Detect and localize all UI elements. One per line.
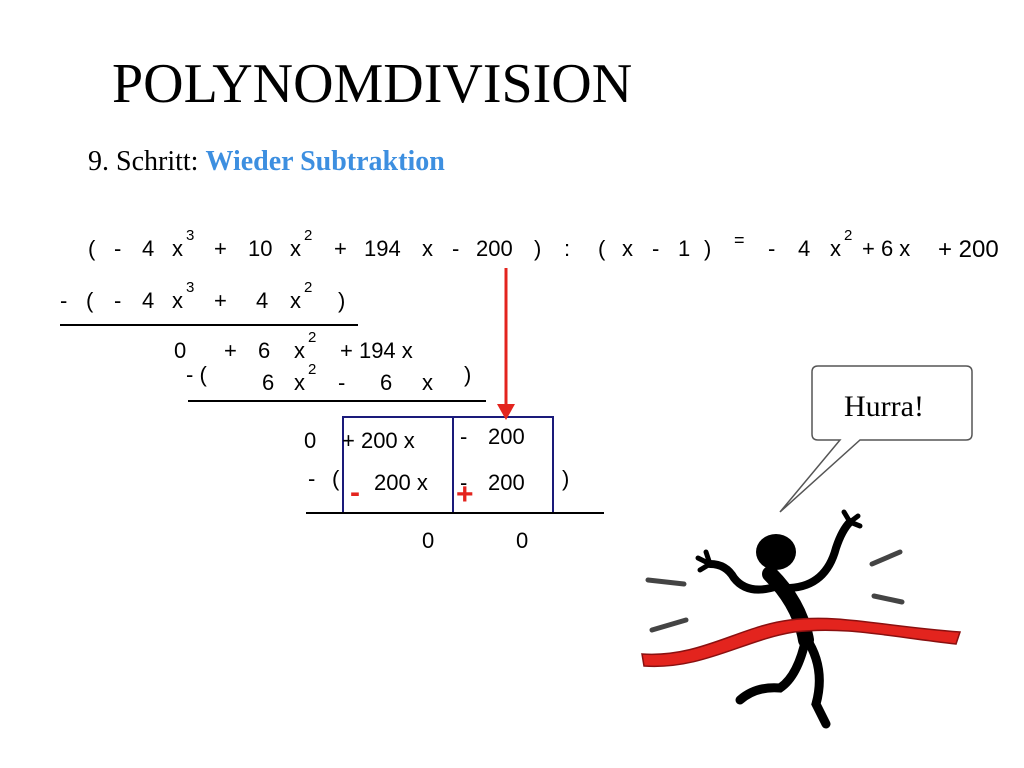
paren-close: ) [704, 236, 712, 261]
step-heading: 9. Schritt: Wieder Subtraktion [88, 146, 445, 178]
equals-sign: = [734, 230, 745, 250]
step-prefix: 9. Schritt: [88, 146, 199, 177]
zero: 0 [304, 428, 317, 453]
step-highlight: Wieder Subtraktion [205, 146, 445, 177]
paren-close: ) [534, 236, 542, 261]
plus-sign: + [334, 236, 347, 261]
division-sign: : [564, 236, 571, 261]
paren-close: ) [338, 288, 346, 313]
plus-sign: + [224, 338, 237, 363]
variable-x: x [422, 236, 433, 261]
constant: 1 [678, 236, 691, 261]
sign-change-plus: + [456, 478, 474, 511]
coefficient: 4 [798, 236, 811, 261]
plus-sign: + [214, 288, 227, 313]
result-zero-linear: 0 [422, 528, 435, 553]
constant: 200 [488, 424, 525, 449]
variable-x: x [290, 288, 301, 313]
variable-x: x [294, 338, 305, 363]
constant: 200 [488, 470, 525, 495]
linear-term: + 194 x [340, 338, 413, 363]
quotient-constant: + 200 [938, 236, 999, 263]
variable-x: x [422, 370, 433, 395]
minus-sign: - [768, 236, 776, 261]
linear-term: 200 x [374, 470, 428, 495]
minus-sign: - [114, 236, 122, 261]
variable-x: x [294, 370, 305, 395]
speech-bubble [779, 365, 973, 513]
minus-sign: - [60, 288, 68, 313]
linear-term: + 200 x [342, 428, 415, 453]
bubble-text: Hurra! [844, 390, 924, 423]
minus-sign: - [338, 370, 346, 395]
rule-1 [60, 324, 358, 326]
minus-sign: - [652, 236, 660, 261]
constant: 200 [476, 236, 513, 261]
quotient-term: + 6 x [862, 236, 911, 261]
coefficient: 6 [262, 370, 275, 395]
celebrating-stick-figure-icon [641, 509, 962, 729]
exponent: 2 [304, 279, 313, 296]
minus-sign: - [460, 424, 468, 449]
coefficient: 10 [248, 236, 273, 261]
paren-open: ( [598, 236, 606, 261]
result-zero-constant: 0 [516, 528, 529, 553]
minus-sign: - [460, 470, 468, 495]
plus-sign: + [214, 236, 227, 261]
exponent: 2 [308, 329, 317, 346]
rule-3 [306, 512, 604, 514]
finish-ribbon-icon [641, 617, 962, 668]
coefficient: 4 [142, 288, 155, 313]
variable-x: x [830, 236, 841, 261]
exponent: 2 [308, 361, 317, 378]
arrow-down-icon [497, 268, 515, 420]
minus-paren-open: - ( [186, 362, 207, 387]
rule-2 [188, 400, 486, 402]
paren-open: ( [86, 288, 94, 313]
paren-close: ) [562, 466, 570, 491]
variable-x: x [172, 288, 183, 313]
minus-sign: - [308, 466, 316, 491]
paren-open: ( [332, 466, 340, 491]
coefficient: 6 [258, 338, 271, 363]
sign-change-minus: - [350, 476, 360, 509]
variable-x: x [172, 236, 183, 261]
exponent: 2 [844, 227, 853, 244]
zero: 0 [174, 338, 187, 363]
coefficient: 4 [142, 236, 155, 261]
coefficient: 6 [380, 370, 393, 395]
exponent: 2 [304, 227, 313, 244]
variable-x: x [622, 236, 633, 261]
page-title: POLYNOMDIVISION [112, 53, 633, 115]
exponent: 3 [186, 279, 195, 296]
variable-x: x [290, 236, 301, 261]
coefficient: 4 [256, 288, 269, 313]
paren-open: ( [88, 236, 96, 261]
exponent: 3 [186, 227, 195, 244]
minus-sign: - [114, 288, 122, 313]
coefficient: 194 [364, 236, 401, 261]
minus-sign: - [452, 236, 460, 261]
paren-close: ) [464, 362, 472, 387]
